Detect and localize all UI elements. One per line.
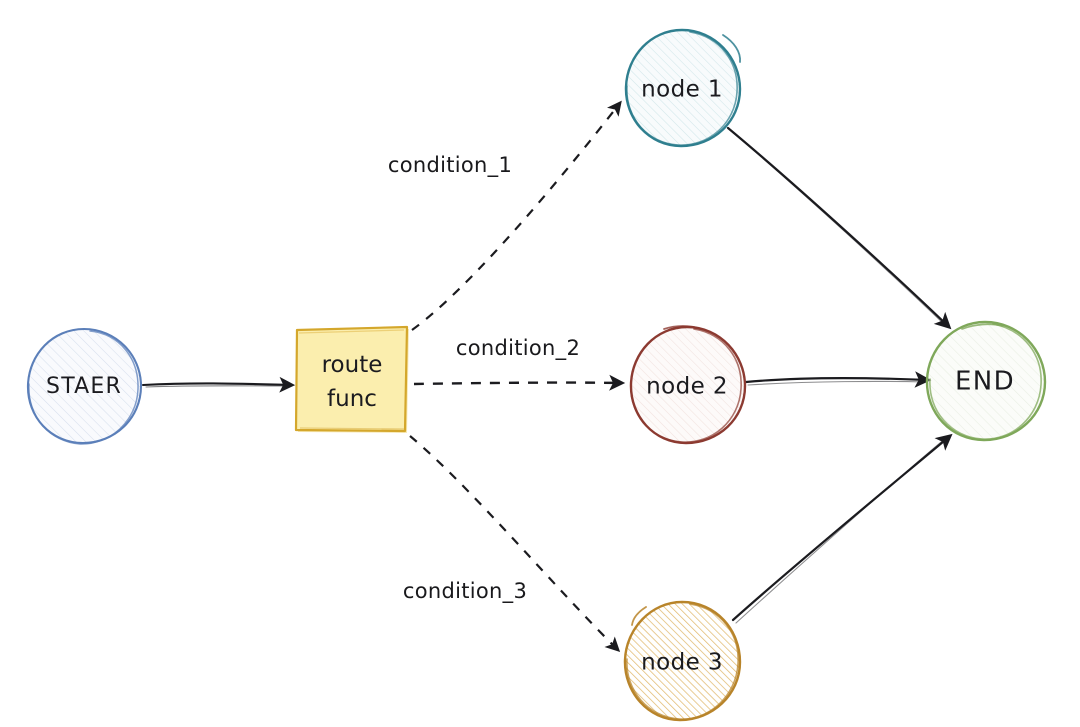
node-route-func-label-line1: route [322,352,383,378]
edge-route-to-node1 [411,100,622,331]
node-end[interactable]: END [925,320,1047,442]
node-start[interactable]: STAER [26,327,143,445]
node-node1-label: node 1 [641,77,723,103]
node-start-label: STAER [46,374,122,399]
node-end-label: END [955,367,1015,397]
edge-route-to-node3 [409,435,621,653]
node-route-func-label-line2: func [327,386,377,412]
edge-node3-to-end [731,433,953,624]
edge-label-condition-3: condition_3 [403,579,527,604]
node-node3[interactable]: node 3 [623,600,742,722]
edge-label-condition-2: condition_2 [456,336,580,361]
edge-node2-to-end [744,371,932,388]
node-node2[interactable]: node 2 [629,325,747,445]
node-node2-label: node 2 [646,374,728,400]
edge-start-to-route [141,376,296,393]
edge-label-condition-1: condition_1 [388,153,512,178]
node-node3-label: node 3 [641,650,723,676]
edge-node1-to-end [726,126,952,330]
edge-route-to-node2 [413,374,626,391]
node-node1[interactable]: node 1 [624,28,742,148]
node-route-func[interactable]: route func [294,325,409,433]
